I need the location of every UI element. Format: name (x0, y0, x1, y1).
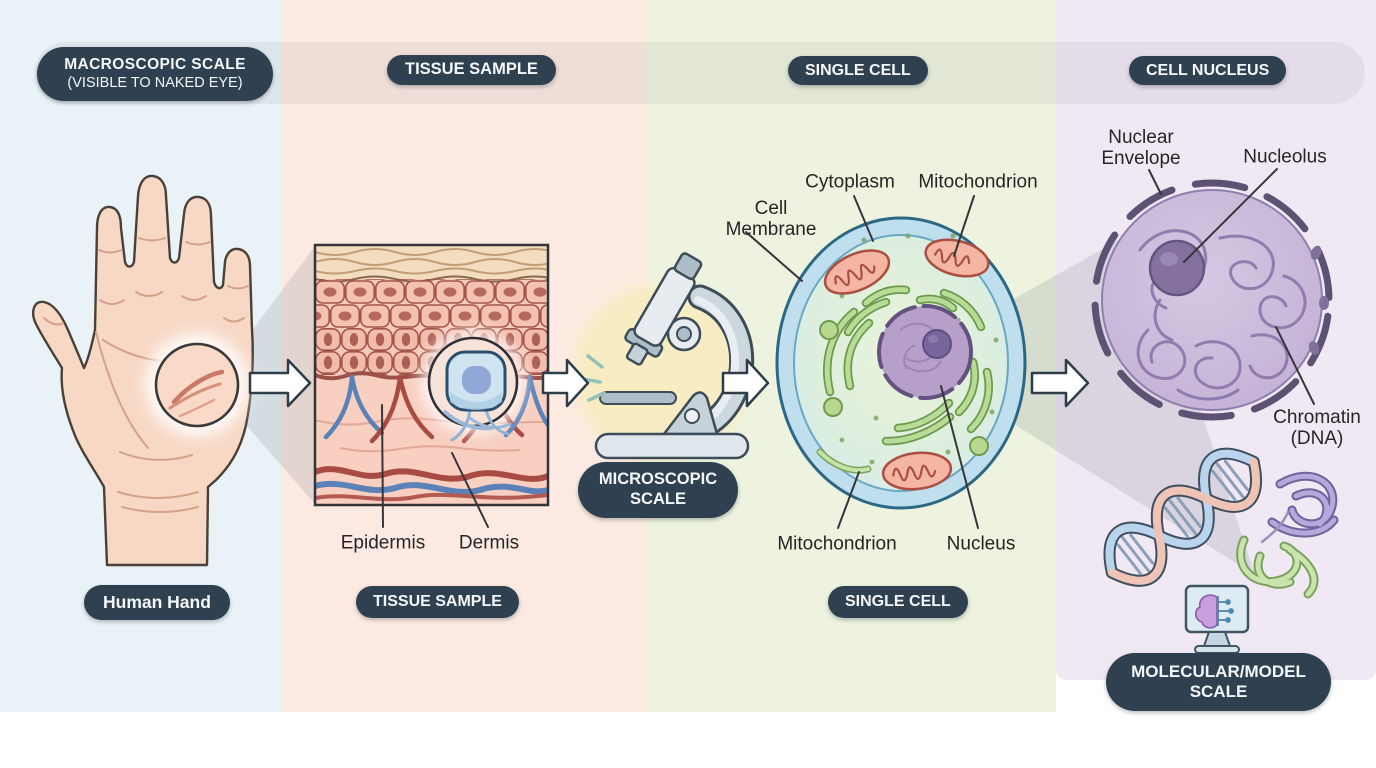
zoom-arrow-1 (248, 358, 312, 408)
label-dermis: Dermis (458, 532, 520, 554)
badge-tissue-sample-top: TISSUE SAMPLE (387, 55, 556, 85)
label-cell-membrane: Cell Membrane (725, 198, 817, 240)
label-cytoplasm: Cytoplasm (805, 171, 895, 193)
badge-microscopic-scale: MICROSCOPIC SCALE (578, 462, 738, 518)
label-nuclear-envelope: Nuclear Envelope (1101, 127, 1181, 169)
nuclear-envelope-segments (1091, 179, 1333, 421)
badge-macroscopic-scale: MACROSCOPIC SCALE (VISIBLE TO NAKED EYE) (37, 47, 273, 101)
label-epidermis: Epidermis (340, 532, 426, 554)
badge-single-cell-top: SINGLE CELL (788, 56, 928, 85)
badge-tissue-sample-bottom: TISSUE SAMPLE (356, 586, 519, 618)
leader-lines (381, 168, 1315, 529)
badge-cell-nucleus-top: CELL NUCLEUS (1129, 56, 1287, 85)
monitor-icon (1184, 584, 1250, 654)
nucleus-illustration (1091, 179, 1333, 421)
vesicles (819, 320, 989, 456)
dna-icon (1103, 447, 1262, 587)
protein-icon (1236, 471, 1339, 599)
nuclear-pores (1308, 246, 1329, 355)
badge-line: MOLECULAR/MODEL (1131, 661, 1306, 681)
zoom-arrow-3 (721, 358, 770, 408)
label-chromatin: Chromatin (DNA) (1273, 407, 1361, 449)
badge-molecular-model-scale: MOLECULAR/MODEL SCALE (1106, 653, 1331, 711)
microscope-icon (574, 252, 755, 460)
hand-illustration (32, 174, 254, 567)
mitochondrion-organelle (823, 238, 990, 491)
badge-single-cell-bottom: SINGLE CELL (828, 586, 968, 618)
label-nucleus: Nucleus (946, 533, 1016, 555)
label-mitochondrion-bottom: Mitochondrion (777, 533, 897, 555)
badge-line: (VISIBLE TO NAKED EYE) (67, 74, 243, 91)
badge-line: SCALE (630, 490, 686, 508)
badge-line: SCALE (1189, 682, 1248, 701)
zoom-arrow-4 (1030, 358, 1090, 408)
badge-line: MACROSCOPIC SCALE (64, 56, 246, 73)
badge-human-hand: Human Hand (84, 585, 230, 620)
tissue-illustration (313, 243, 550, 507)
brain-icon (1194, 594, 1234, 629)
cell-nucleus-organelle (877, 304, 973, 400)
badge-line: MICROSCOPIC (598, 470, 718, 489)
zoom-arrow-2 (541, 358, 590, 408)
label-nucleolus: Nucleolus (1243, 146, 1327, 168)
label-mitochondrion-top: Mitochondrion (918, 171, 1038, 193)
cell-illustration (775, 216, 1027, 510)
